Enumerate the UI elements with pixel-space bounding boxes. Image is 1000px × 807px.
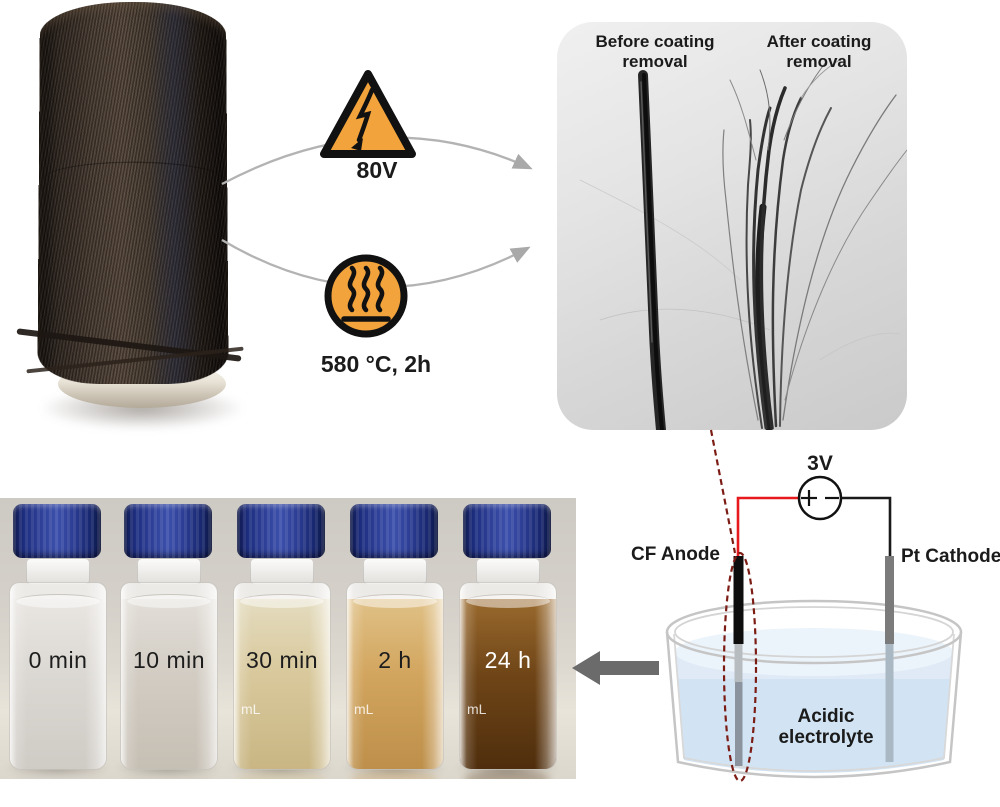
vial-time-label: 24 h <box>460 647 556 674</box>
high-voltage-warning-icon <box>316 66 420 162</box>
vial-time-label: 0 min <box>10 647 106 674</box>
vial-body: mL 2 h <box>346 582 444 770</box>
fiber-comparison-photo: Before coating removal After coating rem… <box>557 22 907 430</box>
vial-body: 10 min <box>120 582 218 770</box>
cf-anode-rod-lower <box>735 644 743 682</box>
highlight-connector-line <box>711 430 735 553</box>
heat-circle <box>328 258 404 334</box>
electrolyte-label: Acidic electrolyte <box>756 706 896 749</box>
electrolyte-upper-band <box>675 652 953 679</box>
vial-cap <box>350 504 438 558</box>
after-fiber-bundle <box>723 58 907 428</box>
warning-triangle <box>324 74 412 154</box>
vial-24h: mL 24 h <box>452 504 562 779</box>
cf-anode-rod-submerged <box>735 682 743 766</box>
vial-neck <box>26 558 90 585</box>
vial-ml-marking: mL <box>467 701 486 717</box>
plus-minus-symbols <box>801 490 839 506</box>
vial-30min: mL 30 min <box>226 504 336 779</box>
vial-time-label: 10 min <box>121 647 217 674</box>
cf-anode-label: CF Anode <box>618 544 720 565</box>
arc-arrow-bottom <box>222 240 528 287</box>
vial-body: mL 24 h <box>459 582 557 770</box>
carbon-fiber-spool-photo <box>10 0 260 450</box>
thermal-treatment-label: 580 °C, 2h <box>301 352 451 378</box>
vial-body: 0 min <box>9 582 107 770</box>
vial-meniscus <box>240 594 324 608</box>
vial-meniscus <box>353 594 437 608</box>
beaker <box>667 601 961 777</box>
vial-10min: 10 min <box>113 504 223 779</box>
vial-0min: 0 min <box>2 504 112 779</box>
lightning-bolt-icon <box>359 90 372 140</box>
before-fiber-tow <box>641 75 662 430</box>
vial-liquid <box>121 599 217 769</box>
vial-cap <box>463 504 551 558</box>
vial-cap <box>237 504 325 558</box>
vial-liquid <box>234 599 330 769</box>
vial-neck <box>250 558 314 585</box>
lightning-bolt-arrowhead <box>351 138 363 151</box>
pt-cathode-rod <box>885 556 894 644</box>
vial-liquid <box>347 599 443 769</box>
positive-wire <box>738 498 798 556</box>
oxidation-vials-photo: 0 min 10 min mL 30 min <box>0 498 576 779</box>
spool-body <box>37 2 228 384</box>
voltage-treatment-label: 80V <box>327 158 427 184</box>
cell-voltage-label: 3V <box>796 452 844 476</box>
vial-body: mL 30 min <box>233 582 331 770</box>
after-coating-label: After coating removal <box>739 32 899 71</box>
vial-time-label: 2 h <box>347 647 443 674</box>
vial-neck <box>137 558 201 585</box>
beaker-rim-outer <box>667 601 961 663</box>
vial-2h: mL 2 h <box>339 504 449 779</box>
vial-liquid <box>460 599 556 769</box>
before-coating-label: Before coating removal <box>575 32 735 71</box>
beaker-rim-inner <box>675 607 953 657</box>
heat-waves-icon <box>350 268 382 310</box>
vial-liquid <box>10 599 106 769</box>
hot-surface-icon <box>321 251 411 341</box>
fiber-strands-illustration <box>557 22 907 430</box>
circuit-wires <box>738 477 890 556</box>
vial-cap <box>124 504 212 558</box>
vial-time-label: 30 min <box>234 647 330 674</box>
vial-ml-marking: mL <box>241 701 260 717</box>
vial-meniscus <box>16 594 100 608</box>
highlight-dashed-ellipse <box>724 553 756 781</box>
vial-neck <box>476 558 540 585</box>
result-arrow-left <box>572 651 659 685</box>
pt-cathode-label: Pt Cathode <box>901 546 1000 567</box>
beaker-outline-inner <box>674 634 954 771</box>
beaker-outline-outer <box>667 632 961 777</box>
vial-neck <box>363 558 427 585</box>
background-hairs <box>580 180 900 360</box>
electrolyte-surface <box>675 628 953 676</box>
negative-wire <box>842 498 890 556</box>
vial-meniscus <box>466 594 550 608</box>
anode-highlight <box>711 430 756 781</box>
vial-cap <box>13 504 101 558</box>
vial-ml-marking: mL <box>354 701 373 717</box>
voltage-source-symbol <box>799 477 841 519</box>
vial-meniscus <box>127 594 211 608</box>
cf-anode-rod <box>734 556 744 644</box>
